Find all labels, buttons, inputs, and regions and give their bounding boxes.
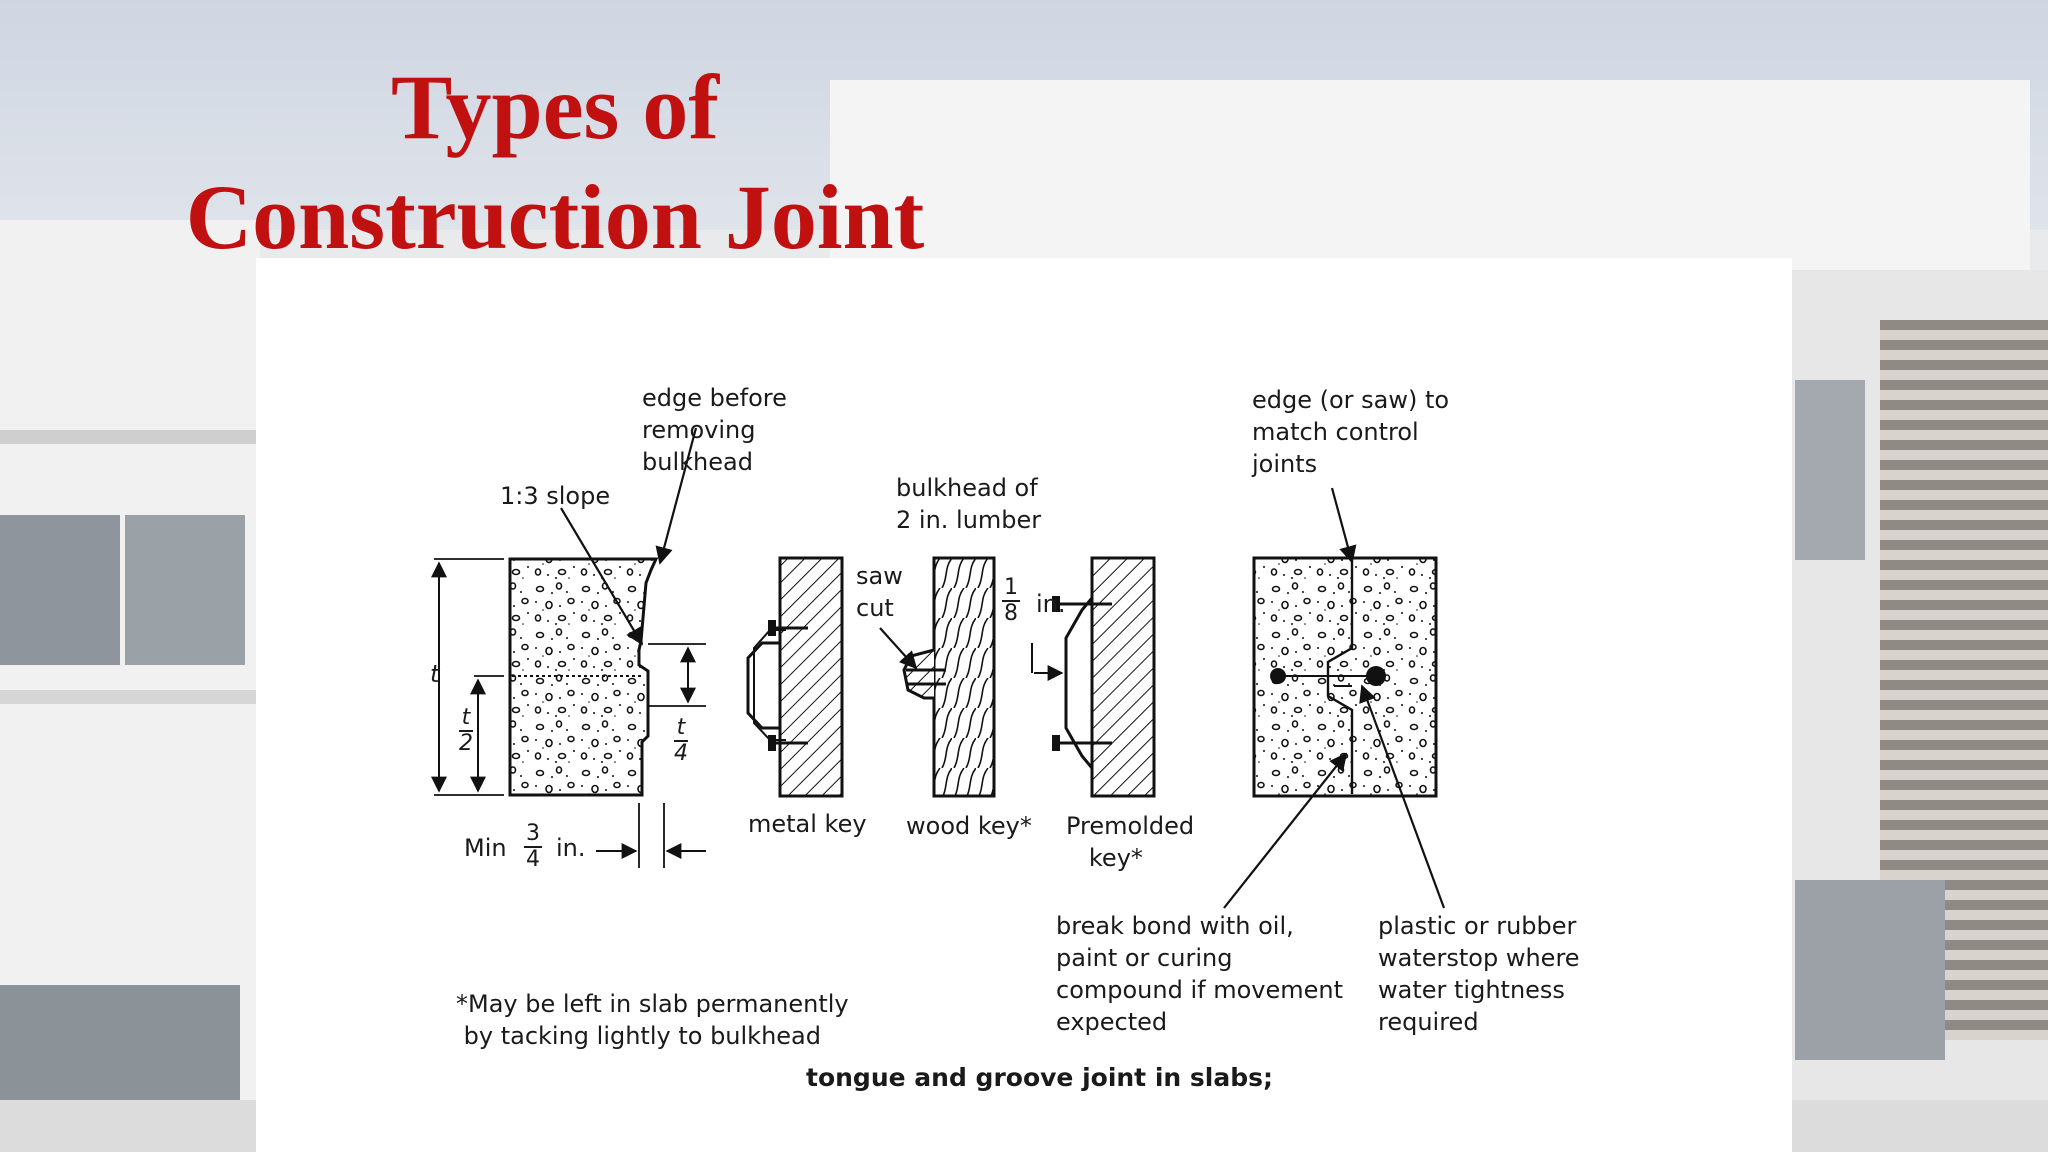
slab-joint-line	[1326, 560, 1354, 794]
label-edge-or-saw: edge (or saw) to match control joints	[1252, 386, 1450, 478]
label-edge-before-removing-bulkhead: edge before removing bulkhead	[642, 384, 787, 476]
premolded-key-bulkhead	[1090, 556, 1156, 798]
label-premolded-key: Premolded key*	[1066, 812, 1195, 872]
label-slope: 1:3 slope	[500, 482, 611, 510]
label-eighth-unit: in.	[1036, 590, 1066, 618]
label-t-half: t 2	[459, 705, 473, 756]
label-waterstop: plastic or rubber waterstop where water …	[1378, 912, 1580, 1036]
label-min-suffix: in.	[556, 834, 586, 862]
joint-diagram-drawing	[431, 427, 1446, 909]
slide-title-line-2: Construction Joint	[185, 166, 925, 268]
metal-key-strip	[746, 641, 780, 730]
label-metal-key: metal key	[748, 810, 867, 838]
label-wood-key: wood key*	[906, 812, 1032, 840]
label-eighth-fraction: 1 8	[1002, 575, 1020, 626]
slide-title-line-1: Types of	[391, 56, 719, 158]
wood-key-bulkhead	[932, 556, 996, 798]
label-bulkhead-lumber: bulkhead of 2 in. lumber	[896, 474, 1042, 534]
wood-key-block	[902, 648, 935, 700]
label-t: t	[430, 660, 440, 688]
metal-key-bulkhead	[778, 556, 844, 798]
label-t-quarter: t 4	[674, 715, 688, 766]
footnote: *May be left in slab permanently by tack…	[456, 990, 849, 1050]
tongue-groove-section	[508, 557, 659, 797]
premolded-key-strip	[1064, 597, 1094, 769]
label-min-fraction: 3 4	[524, 821, 542, 872]
figure-caption: tongue and groove joint in slabs;	[806, 1063, 1274, 1092]
waterstop-end-left	[1270, 668, 1286, 684]
waterstop-end-right	[1366, 666, 1386, 686]
slide-title: Types of Construction Joint	[150, 52, 960, 272]
label-break-bond: break bond with oil, paint or curing com…	[1056, 912, 1344, 1036]
joint-diagram-panel: edge before removing bulkhead 1:3 slope …	[256, 258, 1792, 1152]
label-min-prefix: Min	[464, 834, 507, 862]
label-saw-cut: saw cut	[856, 562, 903, 622]
